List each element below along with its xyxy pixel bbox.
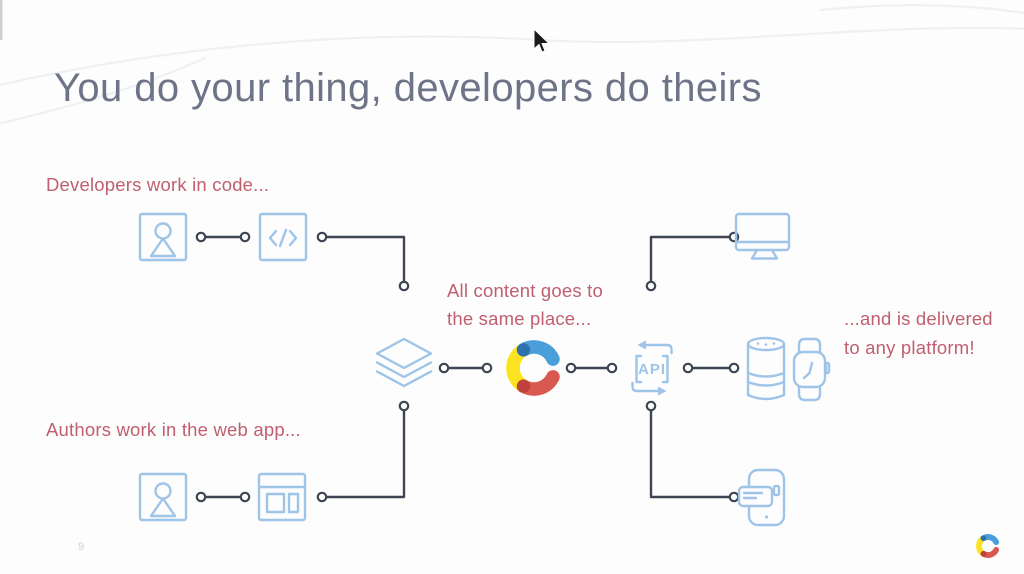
label-center: All content goes to the same place... bbox=[447, 277, 603, 333]
code-icon bbox=[258, 212, 308, 262]
api-icon: API bbox=[631, 340, 673, 396]
content-stack-icon bbox=[375, 337, 433, 388]
label-delivery-line2: to any platform! bbox=[844, 337, 975, 358]
connector-dev-person-code bbox=[195, 231, 251, 243]
label-delivery: ...and is delivered to any platform! bbox=[844, 304, 993, 362]
smartwatch-icon bbox=[792, 337, 831, 402]
connector-stack-logo bbox=[438, 362, 493, 374]
connector-webapp-to-stack bbox=[316, 400, 410, 503]
label-developers: Developers work in code... bbox=[46, 174, 270, 195]
wave-line bbox=[819, 4, 1024, 15]
screen-edge-artifact bbox=[0, 0, 3, 40]
connector-code-to-stack bbox=[316, 231, 410, 292]
connector-auth-person-webapp bbox=[195, 491, 251, 503]
connector-api-devices bbox=[682, 362, 740, 374]
connector-logo-api bbox=[565, 362, 618, 374]
contentful-logo bbox=[513, 343, 553, 393]
author-avatar-icon bbox=[138, 472, 188, 522]
web-app-icon bbox=[257, 472, 307, 522]
desktop-monitor-icon bbox=[734, 212, 791, 260]
wave-line bbox=[0, 56, 206, 125]
connector-monitor-down bbox=[645, 231, 740, 292]
smart-speaker-icon bbox=[746, 336, 786, 401]
page-number: 9 bbox=[78, 541, 85, 553]
label-delivery-line1: ...and is delivered bbox=[844, 308, 993, 329]
contentful-logo-small bbox=[979, 535, 996, 556]
developer-avatar-icon bbox=[138, 212, 188, 262]
slide-title: You do your thing, developers do theirs bbox=[54, 66, 762, 110]
connector-api-to-phone bbox=[645, 400, 740, 503]
label-center-line2: the same place... bbox=[447, 308, 592, 329]
label-authors: Authors work in the web app... bbox=[46, 419, 301, 440]
api-icon-label: API bbox=[638, 361, 666, 378]
label-center-line1: All content goes to bbox=[447, 280, 604, 301]
phone-chat-icon bbox=[737, 468, 786, 527]
